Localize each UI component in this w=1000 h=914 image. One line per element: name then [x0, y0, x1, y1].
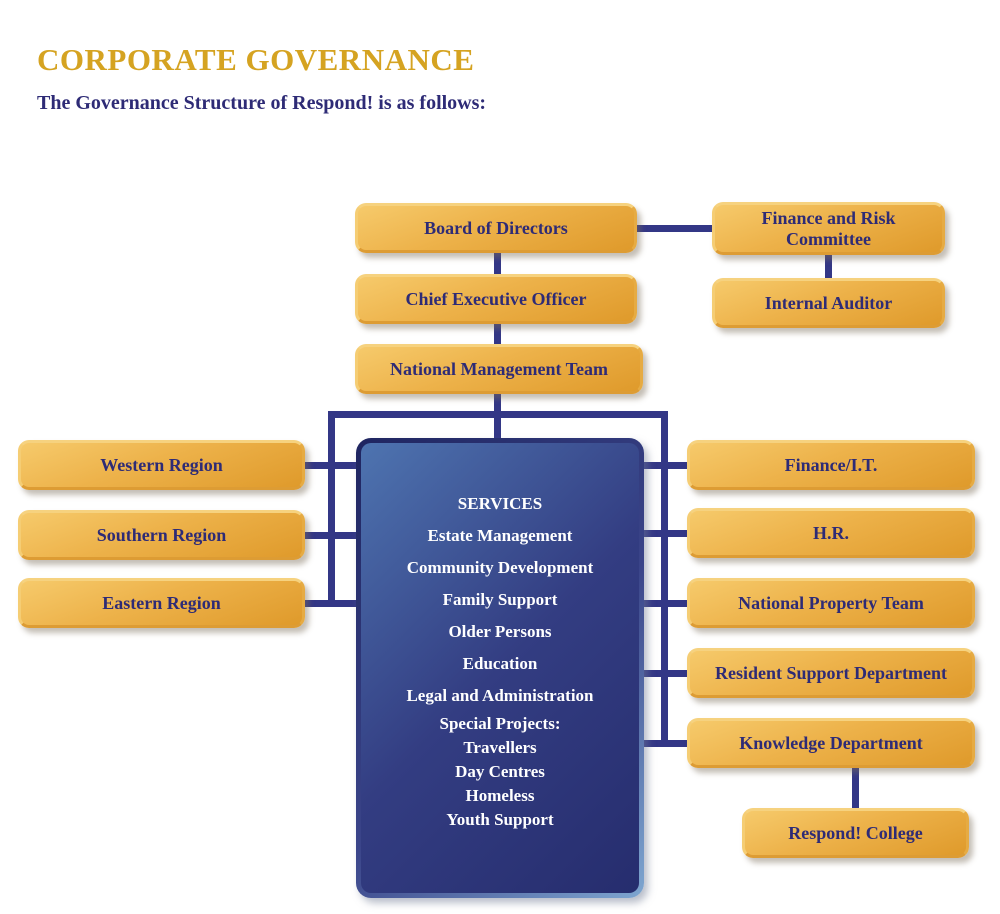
special-project-item: Day Centres — [455, 762, 545, 781]
connector-board-ceo — [494, 251, 501, 276]
special-project-item: Youth Support — [446, 810, 554, 829]
node-internal-auditor: Internal Auditor — [712, 278, 945, 328]
special-project-item: Travellers — [463, 738, 537, 757]
node-national-property-team-label: National Property Team — [738, 592, 924, 613]
node-eastern-region: Eastern Region — [18, 578, 305, 628]
service-item: Family Support — [442, 590, 558, 609]
special-projects-heading: Special Projects: — [439, 714, 561, 733]
service-item: Education — [462, 654, 538, 673]
node-services-panel: SERVICES Estate Management Community Dev… — [356, 438, 644, 898]
node-southern-region: Southern Region — [18, 510, 305, 560]
page-title: CORPORATE GOVERNANCE — [37, 42, 475, 77]
node-eastern-region-label: Eastern Region — [102, 592, 221, 613]
page-subtitle: The Governance Structure of Respond! is … — [37, 92, 487, 114]
service-item: Estate Management — [427, 526, 573, 545]
node-southern-region-label: Southern Region — [96, 524, 227, 545]
connector-right-vertical — [661, 411, 668, 747]
node-respond-college: Respond! College — [742, 808, 969, 858]
node-hr: H.R. — [687, 508, 975, 558]
connector-board-financerisk — [635, 225, 715, 232]
connector-residentsupport-stub — [638, 670, 690, 677]
node-respond-college-label: Respond! College — [788, 822, 923, 843]
node-finance-and-risk-committee: Finance and Risk Committee — [712, 202, 945, 255]
node-finance-it-label: Finance/I.T. — [784, 454, 878, 475]
connector-southern-stub — [302, 532, 362, 539]
node-resident-support-department: Resident Support Department — [687, 648, 975, 698]
node-knowledge-department: Knowledge Department — [687, 718, 975, 768]
connector-ceo-nmt — [494, 322, 501, 346]
node-national-property-team: National Property Team — [687, 578, 975, 628]
connector-knowledge-stub — [638, 740, 690, 747]
service-item: Legal and Administration — [406, 686, 594, 705]
connector-eastern-stub — [302, 600, 362, 607]
connector-property-stub — [638, 600, 690, 607]
node-finance-and-risk-committee-label: Finance and Risk Committee — [761, 208, 896, 249]
node-national-management-team: National Management Team — [355, 344, 643, 394]
services-heading: SERVICES — [457, 494, 543, 513]
connector-knowledge-college — [852, 766, 859, 810]
connector-hr-stub — [638, 530, 690, 537]
node-chief-executive-officer: Chief Executive Officer — [355, 274, 637, 324]
service-item: Older Persons — [448, 622, 552, 641]
node-internal-auditor-label: Internal Auditor — [764, 292, 893, 313]
node-chief-executive-officer-label: Chief Executive Officer — [405, 288, 587, 309]
service-item: Community Development — [406, 558, 594, 577]
connector-left-vertical — [328, 411, 335, 607]
node-hr-label: H.R. — [813, 522, 849, 543]
node-western-region: Western Region — [18, 440, 305, 490]
connector-top-horizontal-bar — [328, 411, 668, 418]
node-finance-it: Finance/I.T. — [687, 440, 975, 490]
node-board-of-directors: Board of Directors — [355, 203, 637, 253]
node-national-management-team-label: National Management Team — [390, 358, 608, 379]
node-western-region-label: Western Region — [100, 454, 223, 475]
connector-financeit-stub — [638, 462, 690, 469]
connector-western-stub — [302, 462, 362, 469]
connector-financerisk-auditor — [825, 252, 832, 280]
special-project-item: Homeless — [465, 786, 535, 805]
node-resident-support-department-label: Resident Support Department — [715, 662, 947, 683]
node-board-of-directors-label: Board of Directors — [424, 217, 568, 238]
node-knowledge-department-label: Knowledge Department — [739, 732, 923, 753]
services-panel-body: SERVICES Estate Management Community Dev… — [361, 443, 639, 893]
